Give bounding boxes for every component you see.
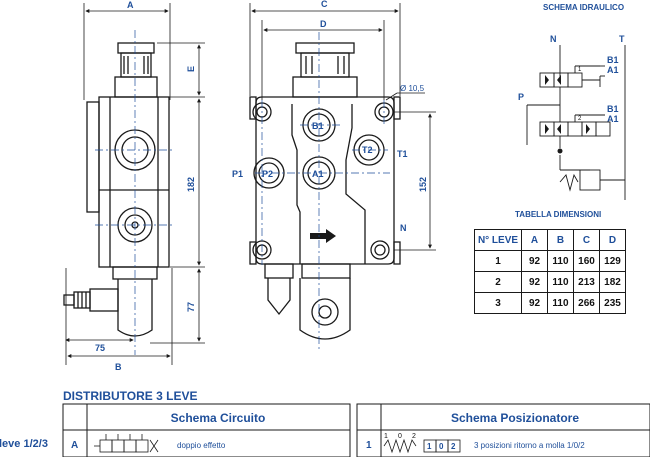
table-row: 1 92 110 160 129: [474, 250, 626, 272]
col-header-c: C: [573, 229, 600, 251]
table-cell: 160: [573, 250, 600, 272]
port-t1-label: T1: [397, 149, 408, 159]
schema-circuito-header: Schema Circuito: [171, 411, 266, 425]
tabella-title: TABELLA DIMENSIONI: [515, 210, 602, 219]
front-dimensions: [249, 3, 436, 251]
table-cell: 129: [599, 250, 626, 272]
table-cell: 3: [474, 292, 522, 314]
schematic-arrows: [545, 75, 590, 154]
pos-box-1: 1: [427, 442, 432, 451]
dim-e-label: E: [186, 66, 196, 72]
dim-d-label: D: [320, 19, 327, 29]
col-header-d: D: [599, 229, 626, 251]
dim-hole-label: Ø 10,5: [400, 84, 425, 93]
schema-n-label: N: [550, 34, 557, 44]
dim-182-label: 182: [186, 177, 196, 192]
side-view: [63, 42, 170, 337]
schema-idraulico-title: SCHEMA IDRAULICO: [543, 3, 624, 12]
schema-b1-top: B1: [607, 55, 619, 65]
table-cell: 92: [521, 250, 548, 272]
port-b1-label: B1: [312, 121, 324, 131]
schema-t-label: T: [619, 34, 625, 44]
table-cell: 110: [547, 250, 574, 272]
schema-a1-top: A1: [607, 65, 619, 75]
dimension-table-header: N° LEVE A B C D: [474, 229, 626, 251]
table-cell: 92: [521, 292, 548, 314]
pos-box-2: 2: [451, 442, 456, 451]
col-header-a: A: [521, 229, 548, 251]
side-centerlines: [95, 30, 175, 355]
schema-p-label: P: [518, 92, 524, 102]
symbol-digit-1: 1: [384, 433, 388, 440]
front-view: [249, 42, 401, 340]
table-cell: 182: [599, 271, 626, 293]
dim-77-label: 77: [186, 302, 196, 312]
schema-a1-bot: A1: [607, 114, 619, 124]
table-cell: 235: [599, 292, 626, 314]
dim-a-label: A: [127, 0, 134, 10]
distributore-title: DISTRIBUTORE 3 LEVE: [63, 389, 198, 403]
pos-box-0: 0: [439, 442, 444, 451]
table-cell: 213: [573, 271, 600, 293]
col-header-nleve: N° LEVE: [474, 229, 522, 251]
table-cell: 2: [474, 271, 522, 293]
front-centerlines: [255, 32, 390, 352]
hydraulic-schematic: [526, 45, 626, 200]
table-cell: 266: [573, 292, 600, 314]
flow-arrow-icon: [310, 229, 336, 243]
table-row: 3 92 110 266 235: [474, 292, 626, 314]
circuit-symbol-icon: [94, 434, 159, 453]
port-p2-label: P2: [262, 169, 273, 179]
posizionatore-desc: 3 posizioni ritorno a molla 1/0/2: [474, 441, 585, 450]
col-header-b: B: [547, 229, 574, 251]
dimension-table: N° LEVE A B C D 1 92 110 160 129 2 92 11…: [474, 229, 626, 314]
table-cell: 1: [474, 250, 522, 272]
circuito-code: A: [71, 440, 78, 451]
posizionatore-code: 1: [366, 440, 372, 451]
table-cell: 110: [547, 292, 574, 314]
dim-152-label: 152: [418, 177, 428, 192]
leve-row-label: leve 1/2/3: [0, 438, 48, 450]
port-a1-label: A1: [312, 169, 324, 179]
port-p1-label: P1: [232, 169, 243, 179]
table-cell: 92: [521, 271, 548, 293]
schema-b1-bot: B1: [607, 104, 619, 114]
symbol-digit-2: 2: [412, 433, 416, 440]
schema-pos-1: 1: [578, 67, 582, 73]
table-cell: 110: [547, 271, 574, 293]
dim-c-label: C: [321, 0, 328, 9]
side-dimensions: [65, 3, 205, 365]
table-row: 2 92 110 213 182: [474, 271, 626, 293]
distributore-table-grid: [62, 403, 650, 457]
dim-b-label: B: [115, 362, 122, 372]
schema-pos-2: 2: [578, 116, 582, 122]
symbol-digit-0: 0: [398, 433, 402, 440]
port-n-label: N: [400, 223, 407, 233]
positioner-symbol-icon: [383, 438, 461, 454]
schema-posizionatore-header: Schema Posizionatore: [451, 411, 579, 425]
dim-75-label: 75: [95, 343, 105, 353]
port-t2-label: T2: [362, 145, 373, 155]
circuito-desc: doppio effetto: [177, 441, 226, 450]
